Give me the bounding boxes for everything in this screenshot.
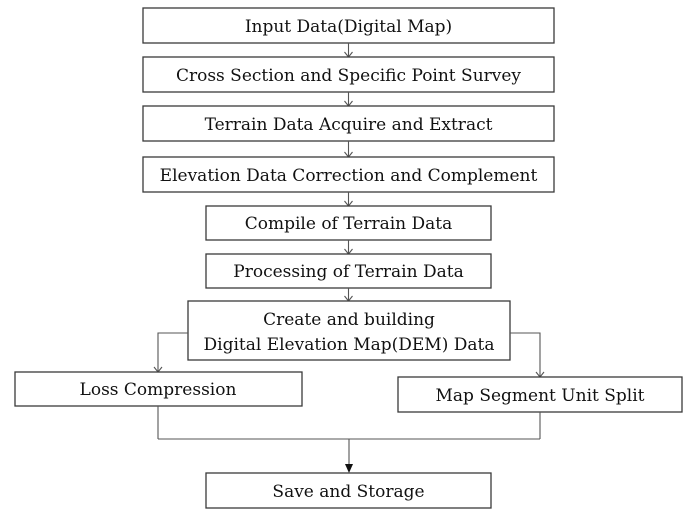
node-save-storage: Save and Storage xyxy=(205,472,492,509)
node-elevation-correction-label: Elevation Data Correction and Complement xyxy=(160,166,538,186)
arrow-create-dem-to-loss-compression xyxy=(153,332,188,373)
node-cross-section: Cross Section and Specific Point Survey xyxy=(142,56,555,93)
arrow-cross-section-to-terrain-acquire xyxy=(344,92,353,107)
node-input-data: Input Data(Digital Map) xyxy=(142,7,555,44)
node-terrain-acquire-label: Terrain Data Acquire and Extract xyxy=(205,115,493,135)
node-processing-terrain: Processing of Terrain Data xyxy=(205,253,492,289)
node-save-storage-label: Save and Storage xyxy=(272,482,424,502)
arrow-elevation-correction-to-compile xyxy=(344,192,353,207)
arrow-processing-to-create-dem xyxy=(344,288,353,302)
node-compile-terrain-label: Compile of Terrain Data xyxy=(245,214,453,234)
node-loss-compression: Loss Compression xyxy=(14,371,303,407)
arrow-create-dem-to-map-segment xyxy=(510,332,545,378)
node-compile-terrain: Compile of Terrain Data xyxy=(205,205,492,241)
arrow-terrain-acquire-to-elevation-correction xyxy=(344,141,353,158)
node-input-data-label: Input Data(Digital Map) xyxy=(245,17,452,37)
node-terrain-acquire: Terrain Data Acquire and Extract xyxy=(142,105,555,142)
arrow-input-to-cross-section xyxy=(344,43,353,58)
node-create-dem-label-line2: Digital Elevation Map(DEM) Data xyxy=(204,335,495,355)
node-elevation-correction: Elevation Data Correction and Complement xyxy=(142,156,555,193)
node-map-segment: Map Segment Unit Split xyxy=(397,376,683,413)
node-create-dem-label-line1: Create and building xyxy=(263,310,435,330)
arrow-compile-to-processing xyxy=(344,240,353,255)
arrow-merge-to-save-storage xyxy=(157,406,541,473)
node-map-segment-label: Map Segment Unit Split xyxy=(436,386,645,406)
node-loss-compression-label: Loss Compression xyxy=(80,380,237,400)
node-create-dem: Create and building Digital Elevation Ma… xyxy=(187,300,511,361)
node-cross-section-label: Cross Section and Specific Point Survey xyxy=(176,66,521,86)
node-processing-terrain-label: Processing of Terrain Data xyxy=(233,262,463,282)
